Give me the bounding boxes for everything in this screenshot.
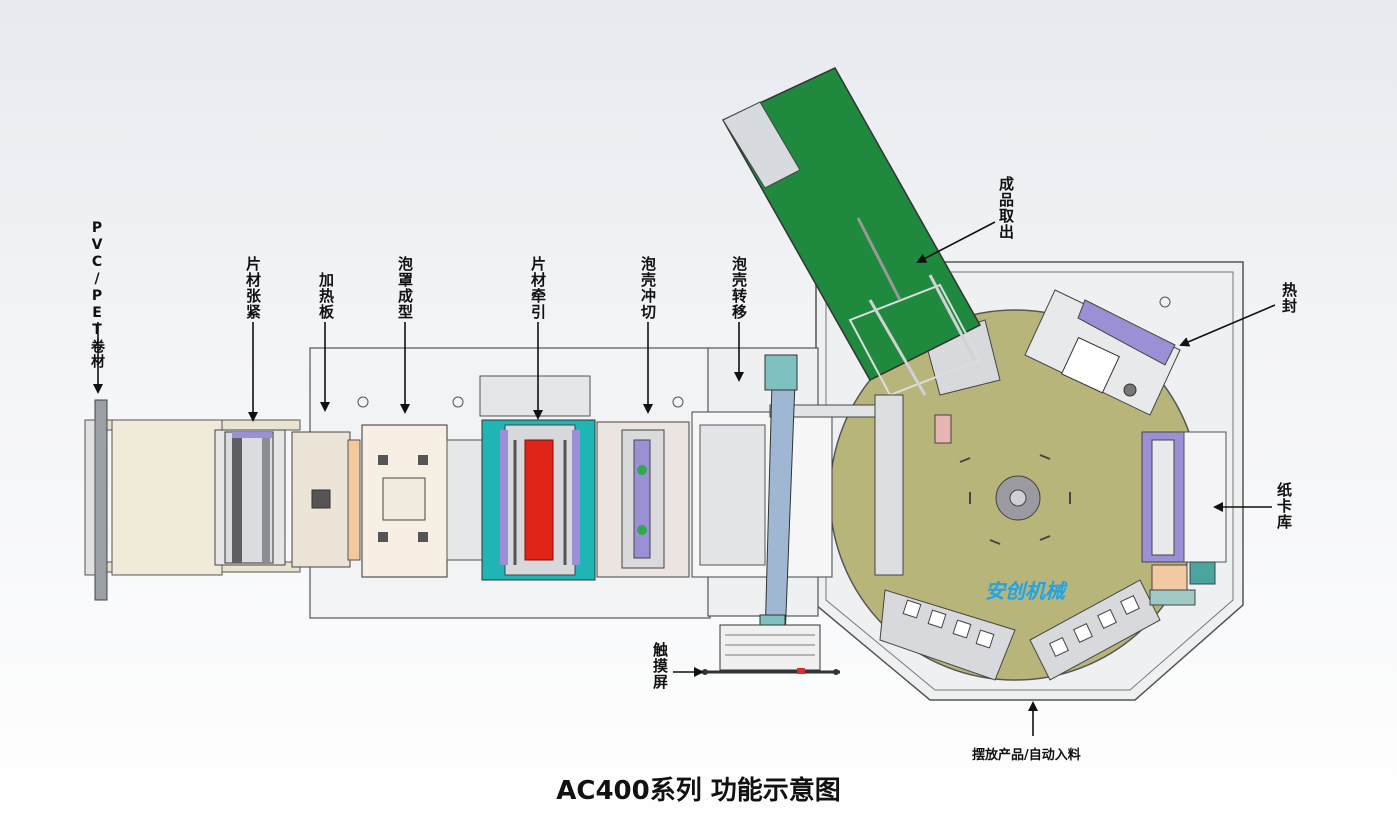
traction-unit [481,419,596,581]
transfer-unit [691,394,952,578]
label-heating-plate: 加热板 [317,272,335,320]
base-hole-2 [452,396,464,408]
frame-hole-right [1159,296,1171,308]
turntable-slots [959,454,1071,545]
punching-unit [596,421,690,578]
heating-plate-unit [291,431,361,568]
label-shell-transfer: 泡壳转移 [730,256,748,320]
turntable-hub-center [1009,489,1027,507]
roll-stand [84,399,301,601]
base-hole-1 [357,396,369,408]
label-product-feed: 摆放产品/自动入料 [972,748,1081,763]
arrow-product-output [916,221,996,263]
card-magazine-unit [1141,431,1227,606]
label-touch-screen: 触摸屏 [651,642,669,690]
label-sheet-tension: 片材张紧 [244,256,262,320]
label-card-magazine: 纸卡库 [1275,482,1293,530]
station-cavities [902,595,1140,657]
label-shell-punching: 泡壳冲切 [639,256,657,320]
touch-screen-device [700,624,840,675]
page-title: AC400系列 功能示意图 [556,776,841,806]
forming-unit [361,424,483,578]
base-hole-3 [672,396,684,408]
label-sheet-traction: 片材牵引 [529,256,547,320]
label-pvc-roll: PVC/PET卷材 [89,220,105,369]
pointer-arrows [93,221,1276,736]
arrow-heat-seal [1179,304,1276,347]
rotary-frame-inner [825,271,1234,691]
heat-seal-unit [1024,289,1181,416]
brand-watermark: 安创机械 [985,579,1065,603]
output-conveyor [721,67,982,397]
traction-cover [479,375,591,417]
tension-unit [214,429,286,566]
label-blister-forming: 泡罩成型 [396,256,414,320]
label-heat-seal: 热封 [1280,282,1298,314]
label-product-output: 成品取出 [997,176,1015,240]
